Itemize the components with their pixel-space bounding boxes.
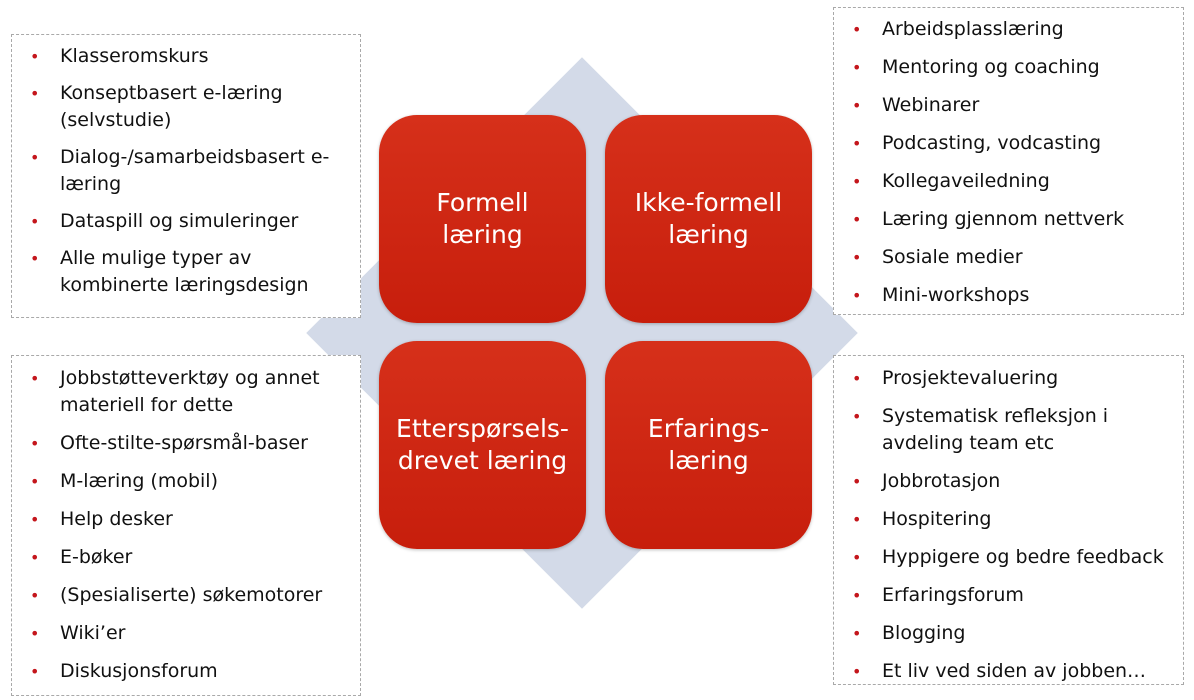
- quadrant-label: Etterspørsels- drevet læring: [396, 414, 569, 475]
- list-item: • Erfaringsforum: [834, 582, 1183, 609]
- list-item: • Dataspill og simuleringer: [12, 208, 360, 235]
- list-panel-formell: • Klasseromskurs • Konseptbasert e-læring (…: [11, 34, 361, 318]
- bullet-icon: •: [30, 662, 40, 681]
- list-item: • Dialog-/samarbeidsbasert e-læring: [12, 144, 360, 198]
- list-item: • Webinarer: [834, 92, 1183, 119]
- list-item-text: Klasseromskurs: [60, 45, 209, 67]
- bullet-icon: •: [30, 212, 40, 231]
- list-panel-ikke-formell: • Arbeidsplasslæring • Mentoring og coachin…: [833, 7, 1184, 315]
- quadrant-label: Formell læring: [436, 188, 529, 249]
- bullet-icon: •: [852, 58, 862, 77]
- list-item-text: Ofte-stilte-spørsmål-baser: [60, 432, 308, 454]
- bullet-icon: •: [852, 210, 862, 229]
- list-item: • Alle mulige typer av kombinerte lærings…: [12, 245, 360, 299]
- list-item-text: Alle mulige typer av kombinerte læringsd…: [60, 247, 309, 296]
- list-item-text: Diskusjonsforum: [60, 660, 218, 682]
- bullet-icon: •: [852, 172, 862, 191]
- quadrant-label: Ikke-formell læring: [634, 188, 783, 249]
- quadrant-formell-laering: Formell læring: [379, 115, 586, 323]
- list-item: • Help desker: [12, 506, 360, 533]
- bullet-icon: •: [852, 662, 862, 681]
- bullet-icon: •: [30, 148, 40, 167]
- bullet-icon: •: [852, 96, 862, 115]
- list-item: • Sosiale medier: [834, 244, 1183, 271]
- bullet-icon: •: [852, 472, 862, 491]
- list-panel-erfaring: • Prosjektevaluering • Systematisk refleksj…: [833, 355, 1184, 685]
- list-item-text: (Spesialiserte) søkemotorer: [60, 584, 323, 606]
- list-item: • Jobbrotasjon: [834, 468, 1183, 495]
- list-item-text: E-bøker: [60, 546, 133, 568]
- list-item: • Prosjektevaluering: [834, 365, 1183, 392]
- list-item: • Ofte-stilte-spørsmål-baser: [12, 430, 360, 457]
- quadrant-ettersporselsdrevet-laering: Etterspørsels- drevet læring: [379, 341, 586, 549]
- list-item: • Arbeidsplasslæring: [834, 16, 1183, 43]
- list-item: • Mentoring og coaching: [834, 54, 1183, 81]
- list-item-text: Jobbrotasjon: [882, 470, 1001, 492]
- list-item-text: Et liv ved siden av jobben…: [882, 660, 1147, 682]
- bullet-icon: •: [852, 248, 862, 267]
- list-item-text: Mini-workshops: [882, 284, 1030, 306]
- list-item-text: Arbeidsplasslæring: [882, 18, 1064, 40]
- list-panel-ettersporselsdrevet: • Jobbstøtteverktøy og annet materiell fo…: [11, 355, 361, 696]
- bullet-icon: •: [852, 134, 862, 153]
- list-item: • Hyppigere og bedre feedback: [834, 544, 1183, 571]
- quadrant-erfaringslaering: Erfarings- læring: [605, 341, 812, 549]
- list-item: • Jobbstøtteverktøy og annet materiell fo…: [12, 365, 360, 419]
- list-item-text: Kollegaveiledning: [882, 170, 1050, 192]
- list-item-text: Hospitering: [882, 508, 992, 530]
- quadrant-ikke-formell-laering: Ikke-formell læring: [605, 115, 812, 323]
- bullet-icon: •: [852, 20, 862, 39]
- bullet-icon: •: [30, 510, 40, 529]
- list-item-text: Læring gjennom nettverk: [882, 208, 1125, 230]
- list-item-text: Hyppigere og bedre feedback: [882, 546, 1164, 568]
- bullet-icon: •: [30, 369, 40, 388]
- bullet-icon: •: [852, 510, 862, 529]
- list-item: • Wiki’er: [12, 620, 360, 647]
- list-item: • Systematisk refleksjon i avdeling team …: [834, 403, 1183, 457]
- list-item: • Podcasting, vodcasting: [834, 130, 1183, 157]
- list-item: • (Spesialiserte) søkemotorer: [12, 582, 360, 609]
- list-item-text: Prosjektevaluering: [882, 367, 1059, 389]
- bullet-icon: •: [852, 624, 862, 643]
- list-item-text: Dialog-/samarbeidsbasert e-læring: [60, 146, 330, 195]
- list-item-text: Sosiale medier: [882, 246, 1023, 268]
- bullet-icon: •: [852, 407, 862, 426]
- bullet-icon: •: [30, 47, 40, 66]
- bullet-icon: •: [852, 286, 862, 305]
- quadrant-label: Erfarings- læring: [647, 414, 770, 475]
- list-item-text: Dataspill og simuleringer: [60, 210, 299, 232]
- list-item: • E-bøker: [12, 544, 360, 571]
- list-item: • Blogging: [834, 620, 1183, 647]
- bullet-icon: •: [30, 548, 40, 567]
- list-item: • M-læring (mobil): [12, 468, 360, 495]
- bullet-icon: •: [852, 586, 862, 605]
- bullet-icon: •: [30, 586, 40, 605]
- bullet-icon: •: [30, 472, 40, 491]
- bullet-icon: •: [30, 249, 40, 268]
- list-item-text: Help desker: [60, 508, 173, 530]
- bullet-icon: •: [30, 434, 40, 453]
- list-item-text: Blogging: [882, 622, 966, 644]
- list-item-text: Erfaringsforum: [882, 584, 1024, 606]
- list-item: • Hospitering: [834, 506, 1183, 533]
- list-item-text: Wiki’er: [60, 622, 126, 644]
- list-item-text: Webinarer: [882, 94, 980, 116]
- list-item: • Mini-workshops: [834, 282, 1183, 309]
- bullet-icon: •: [30, 624, 40, 643]
- list-item: • Kollegaveiledning: [834, 168, 1183, 195]
- list-item-text: Podcasting, vodcasting: [882, 132, 1102, 154]
- bullet-icon: •: [852, 548, 862, 567]
- list-item-text: Mentoring og coaching: [882, 56, 1100, 78]
- list-item-text: Systematisk refleksjon i avdeling team e…: [882, 405, 1109, 454]
- bullet-icon: •: [30, 84, 40, 103]
- list-item-text: M-læring (mobil): [60, 470, 218, 492]
- list-item-text: Jobbstøtteverktøy og annet materiell for…: [60, 367, 320, 416]
- list-item: • Et liv ved siden av jobben…: [834, 658, 1183, 685]
- bullet-icon: •: [852, 369, 862, 388]
- list-item-text: Konseptbasert e-læring (selvstudie): [60, 82, 283, 131]
- list-item: • Læring gjennom nettverk: [834, 206, 1183, 233]
- list-item: • Klasseromskurs: [12, 43, 360, 70]
- list-item: • Konseptbasert e-læring (selvstudie): [12, 80, 360, 134]
- list-item: • Diskusjonsforum: [12, 658, 360, 685]
